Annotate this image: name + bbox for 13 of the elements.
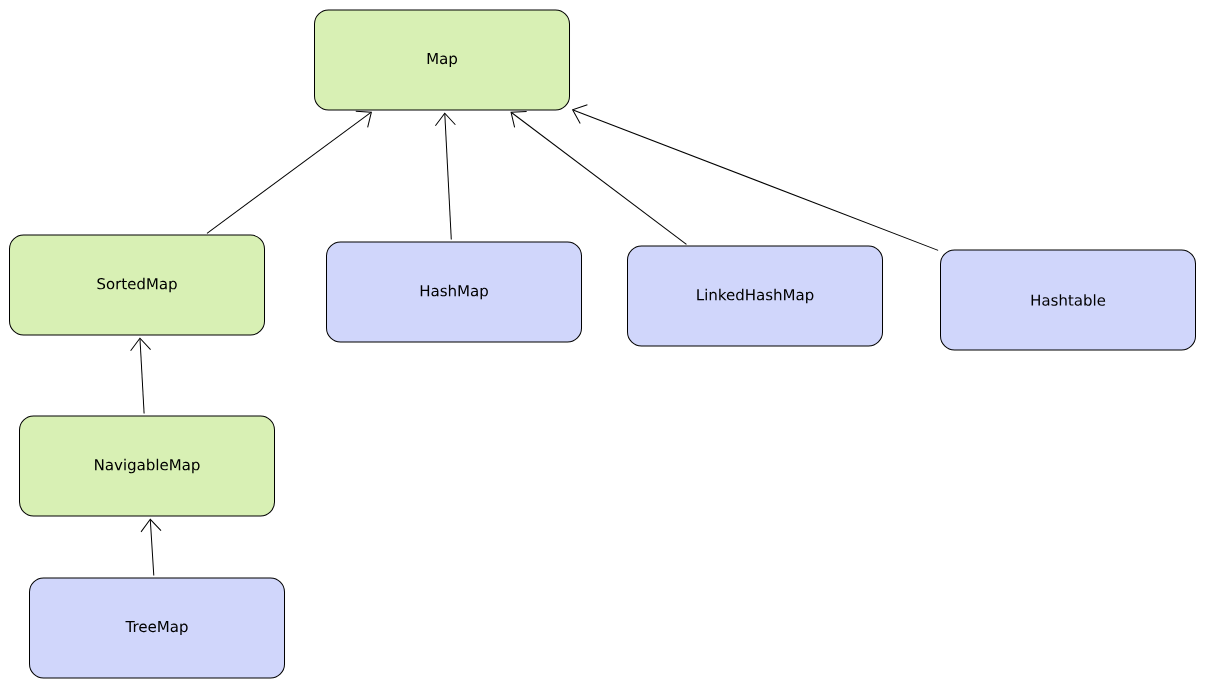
arrow xyxy=(572,104,939,251)
class-box: SortedMap xyxy=(9,234,265,336)
arrow xyxy=(140,518,162,576)
class-box: LinkedHashMap xyxy=(627,245,883,347)
class-box: Map xyxy=(314,9,570,111)
class-box: HashMap xyxy=(326,241,582,343)
class-box: TreeMap xyxy=(29,577,285,679)
arrow xyxy=(130,337,152,414)
arrow xyxy=(206,110,372,234)
class-box: NavigableMap xyxy=(19,415,275,517)
class-box: Hashtable xyxy=(940,249,1196,351)
arrow xyxy=(434,112,456,240)
arrow xyxy=(510,110,687,245)
